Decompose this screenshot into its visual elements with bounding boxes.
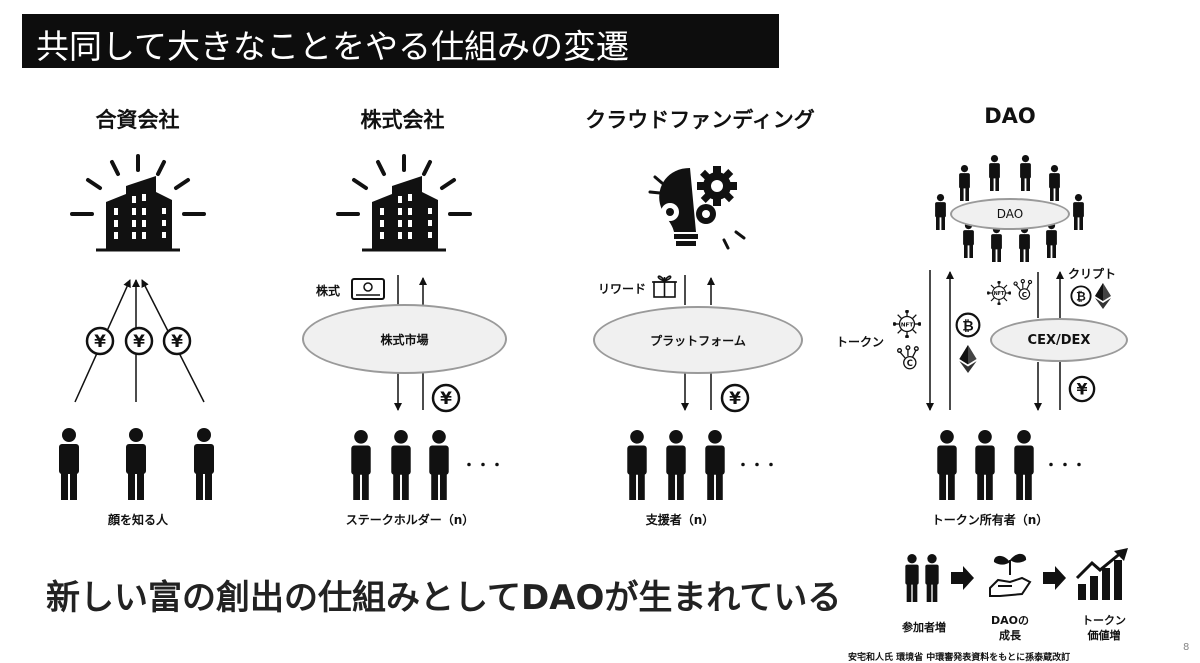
slide-title: 共同して大きなことをやる仕組みの変遷 — [36, 27, 630, 66]
person-icon — [429, 430, 449, 500]
person-icon — [1014, 430, 1034, 500]
stock-market-label: 株式市場 — [380, 332, 429, 347]
token-label: トークン — [836, 335, 885, 349]
person-icon — [59, 428, 79, 500]
source-note: 安宅和人氏 環境省 中環審発表資料をもとに孫泰蔵改訂 — [848, 653, 1071, 663]
growth-step-dao-line2: 成長 — [999, 629, 1021, 642]
person-icon — [705, 430, 725, 500]
ellipsis: ・・・ — [736, 458, 778, 474]
nft-icon — [893, 310, 921, 338]
yen-coin-icon — [431, 383, 461, 413]
nft-icon — [987, 281, 1011, 305]
token-coin-icon — [1013, 279, 1033, 300]
growth-step-participants: 参加者増 — [902, 621, 946, 634]
ellipsis: ・・・ — [462, 458, 504, 474]
yen-coin-icon — [720, 383, 750, 413]
building-icon — [336, 154, 472, 252]
bitcoin-icon — [955, 312, 981, 338]
stock-market-ellipse: 株式市場 — [302, 304, 507, 374]
gift-icon — [652, 275, 677, 298]
arrow-right-icon — [1043, 566, 1066, 590]
flow-arrows — [926, 270, 1064, 411]
people-label-kabushiki: ステークホルダー（n） — [345, 513, 475, 527]
growth-step-token-line1: トークン — [1082, 614, 1126, 627]
person-icon — [194, 428, 214, 500]
platform-label: プラットフォーム — [650, 333, 746, 348]
column-title-crowdfunding: クラウドファンディング — [585, 108, 815, 132]
page-number: 8 — [1183, 642, 1190, 653]
building-icon — [70, 154, 206, 252]
person-icon — [666, 430, 686, 500]
growth-chart-icon — [1075, 548, 1128, 600]
ellipsis: ・・・ — [1044, 458, 1086, 474]
growth-step-token-line2: 価値増 — [1087, 629, 1121, 642]
crypto-label: クリプト — [1068, 267, 1117, 281]
idea-bulb-gears-icon — [648, 166, 746, 250]
title-bar: 共同して大きなことをやる仕組みの変遷 — [22, 14, 779, 68]
growth-step-dao-line1: DAOの — [991, 614, 1029, 627]
yen-coin-icon — [124, 326, 154, 356]
people-label-goshi: 顔を知る人 — [107, 513, 168, 527]
flow-arrows — [394, 275, 427, 411]
exchange-label: CEX/DEX — [1027, 332, 1091, 348]
yen-coin-icon — [162, 326, 192, 356]
people-label-dao: トークン所有者（n） — [931, 513, 1049, 527]
column-title-kabushiki: 株式会社 — [360, 108, 445, 132]
reward-label: リワード — [598, 282, 647, 296]
dao-ellipse: DAO — [950, 198, 1070, 230]
person-icon — [905, 554, 919, 602]
yen-coin-icon — [1068, 375, 1096, 403]
column-title-goshi: 合資会社 — [95, 108, 180, 132]
exchange-ellipse: CEX/DEX — [990, 318, 1128, 362]
person-icon — [351, 430, 371, 500]
yen-coin-icon — [85, 326, 115, 356]
platform-ellipse: プラットフォーム — [593, 306, 803, 374]
flow-arrows — [681, 275, 715, 411]
person-icon — [391, 430, 411, 500]
person-icon — [975, 430, 995, 500]
person-icon — [627, 430, 647, 500]
people-label-crowdfunding: 支援者（n） — [645, 513, 715, 527]
bitcoin-icon — [1070, 285, 1092, 307]
dao-label: DAO — [996, 207, 1024, 221]
column-title-dao: DAO — [984, 104, 1036, 128]
plant-in-hand-icon — [989, 553, 1032, 597]
stock-label: 株式 — [316, 284, 341, 298]
growth-step-token: トークン 価値増 — [1072, 613, 1136, 643]
key-message: 新しい富の創出の仕組みとしてDAOが生まれている — [46, 578, 842, 618]
token-coin-icon — [897, 345, 919, 370]
person-icon — [126, 428, 146, 500]
person-icon — [937, 430, 957, 500]
arrow-right-icon — [951, 566, 974, 590]
ethereum-icon — [959, 345, 977, 373]
ethereum-icon — [1095, 283, 1111, 309]
stock-certificate-icon — [351, 278, 385, 300]
growth-step-dao: DAOの 成長 — [980, 613, 1040, 643]
person-icon — [925, 554, 939, 602]
